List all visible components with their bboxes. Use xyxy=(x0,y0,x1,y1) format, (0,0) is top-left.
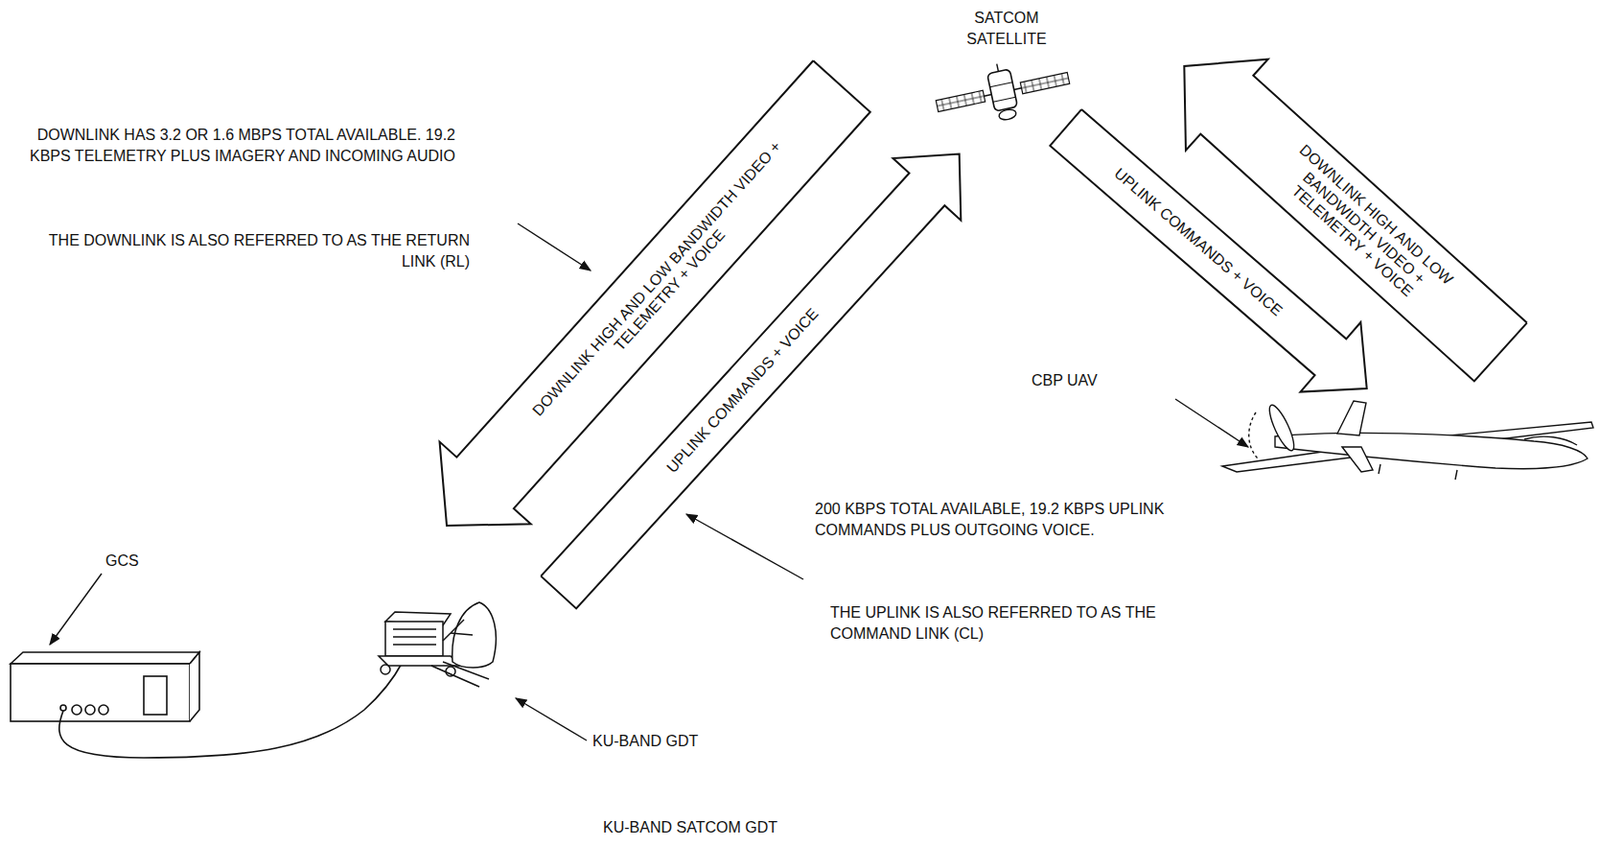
arrow-shape xyxy=(1142,21,1542,398)
note-label: THE DOWNLINK IS ALSO REFERRED TO AS THE … xyxy=(19,230,470,272)
arrow-shape xyxy=(525,122,995,624)
satellite-figure xyxy=(930,49,1074,134)
note-label: SATCOM SATELLITE xyxy=(949,7,1065,49)
arrow-text-box: DOWNLINK HIGH AND LOW BANDWIDTH VIDEO + … xyxy=(500,109,827,461)
caption: KU-BAND SATCOM GDT xyxy=(536,816,844,838)
note-label: THE UPLINK IS ALSO REFERRED TO AS THE CO… xyxy=(830,602,1214,644)
gdt-terminal xyxy=(378,602,496,687)
note-label: GCS xyxy=(105,550,163,572)
note-label: KU-BAND GDT xyxy=(592,730,785,752)
note-label: CBP UAV xyxy=(1031,370,1147,392)
note-label: DOWNLINK HAS 3.2 OR 1.6 MBPS TOTAL AVAIL… xyxy=(19,124,456,166)
gcs-shelter xyxy=(10,651,200,721)
link-text: UPLINK COMMANDS + VOICE xyxy=(663,304,823,477)
note-label: 200 KBPS TOTAL AVAILABLE, 19.2 KBPS UPLI… xyxy=(814,498,1247,540)
cable xyxy=(59,661,403,758)
uav-figure xyxy=(1222,400,1594,480)
